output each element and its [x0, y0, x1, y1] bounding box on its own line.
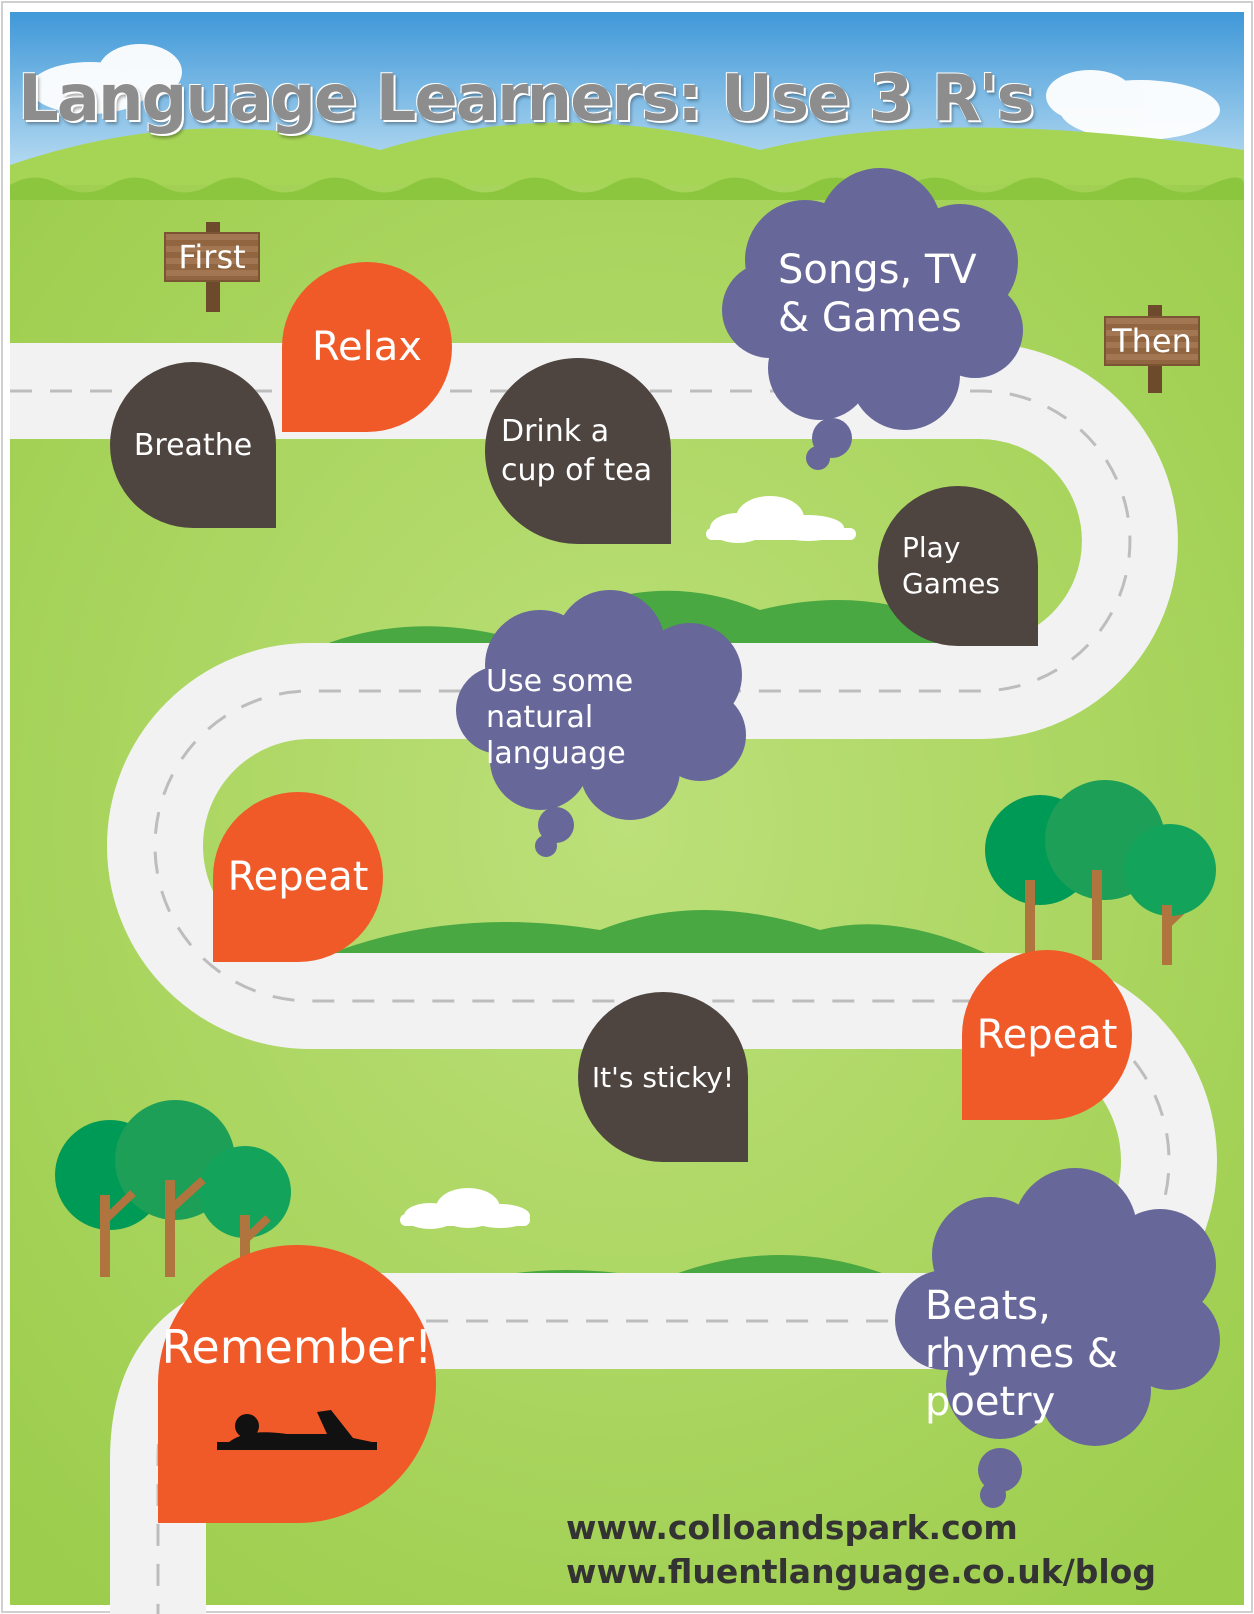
bubble-drink-tea: Drink a cup of tea	[485, 358, 671, 544]
thought-cloud-songs	[722, 168, 1023, 470]
resting-person-icon	[217, 1410, 377, 1450]
remember-label: Remember!	[161, 1320, 433, 1374]
bubble-remember: Remember!	[158, 1245, 436, 1523]
cloud-text-beats: Beats, rhymes & poetry	[925, 1283, 1119, 1425]
tree-icon	[55, 1100, 291, 1280]
cloud-icon	[400, 496, 856, 1229]
cloud-text-natural-language: Use some natural language	[486, 664, 634, 771]
bubble-sticky: It's sticky!	[578, 992, 748, 1162]
sign-then: Then	[1104, 316, 1200, 366]
bubble-relax: Relax	[282, 262, 452, 432]
tree-icon	[985, 780, 1216, 965]
bubble-repeat-1: Repeat	[213, 792, 383, 962]
sign-first: First	[164, 232, 260, 282]
cloud-text-songs: Songs, TV & Games	[778, 247, 977, 341]
bubble-play-games: Play Games	[878, 486, 1038, 646]
footer-link-colloandspark[interactable]: www.colloandspark.com	[566, 1508, 1018, 1547]
page-title: Language Learners: Use 3 R's	[18, 62, 1035, 136]
thought-cloud-beats	[895, 1168, 1220, 1508]
cloud-icon	[30, 44, 1220, 140]
bubble-repeat-2: Repeat	[962, 950, 1132, 1120]
bubble-breathe: Breathe	[110, 362, 276, 528]
thought-cloud-natural-language	[456, 590, 746, 857]
footer-link-fluentlanguage[interactable]: www.fluentlanguage.co.uk/blog	[566, 1552, 1156, 1591]
